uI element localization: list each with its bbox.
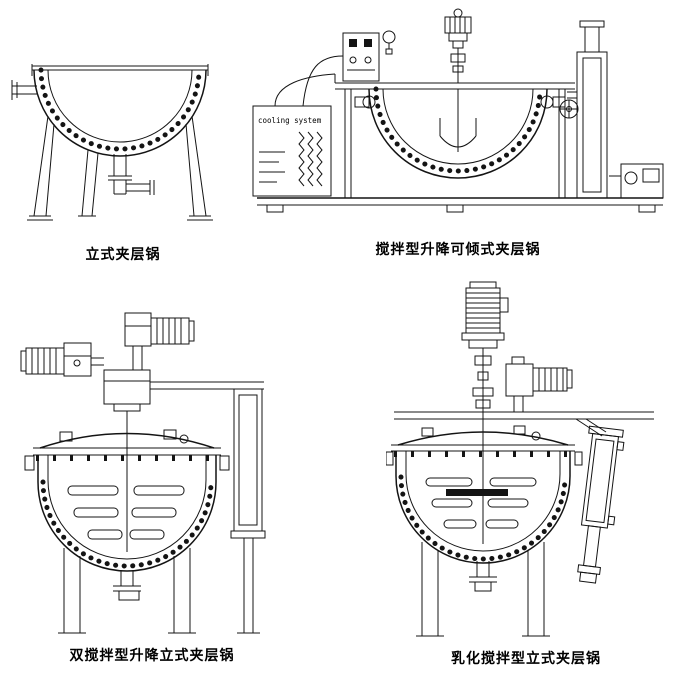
figure-vertical-kettle: 立式夹层锅 [8,36,238,264]
agitator-motor [444,8,472,83]
tilting-bowl [354,86,566,179]
caption-emulsifying-kettle: 乳化搅拌型立式夹层锅 [451,650,601,666]
cooling-system-label: cooling system [258,116,322,125]
figure-double-agitator-kettle: 双搅拌型升降立式夹层锅 [12,286,292,665]
caption-double-agitator-kettle: 双搅拌型升降立式夹层锅 [69,647,235,663]
figure-emulsifying-kettle: 乳化搅拌型立式夹层锅 [386,280,666,668]
caption-tilting-kettle: 搅拌型升降可倾式夹层锅 [375,241,541,257]
tilt-handwheel [559,99,579,119]
figure-tilting-kettle: cooling system [243,6,673,259]
mounting-platform [394,411,654,420]
control-box [342,32,380,82]
kettle-bowl [31,64,209,157]
support-legs [416,542,550,637]
right-gear-motor [124,312,195,370]
emulsifying-kettle-drawing [386,281,654,637]
tilting-kettle-drawing: cooling system [252,8,664,213]
double-agitator-kettle-drawing [20,312,266,634]
lifting-column [150,381,266,634]
brand-label-bar [446,489,508,496]
caption-vertical-kettle: 立式夹层锅 [85,246,161,262]
hydraulic-cylinder [575,418,625,584]
support-legs [58,548,196,634]
cooling-box: cooling system [252,55,344,197]
emulsifier-motor [461,281,509,420]
vertical-kettle-drawing [11,64,213,221]
pressure-gauge [382,30,396,55]
bottom-drain [113,570,141,601]
bottom-drain [108,154,155,195]
central-gearbox [103,369,151,448]
agitator-paddles [425,477,537,529]
support-legs [27,115,213,221]
kettle-body [395,420,571,564]
kettle-body [37,448,217,572]
base-frame [257,82,663,213]
stirring-gear-motor [505,356,573,412]
lifting-column [567,20,608,199]
hydraulic-pump-unit [609,163,664,199]
side-inlet-pipe [11,80,38,100]
kettle-lid [386,425,583,466]
bottom-drain [469,561,497,592]
left-gear-motor [20,342,104,377]
agitator-paddles [67,485,185,540]
